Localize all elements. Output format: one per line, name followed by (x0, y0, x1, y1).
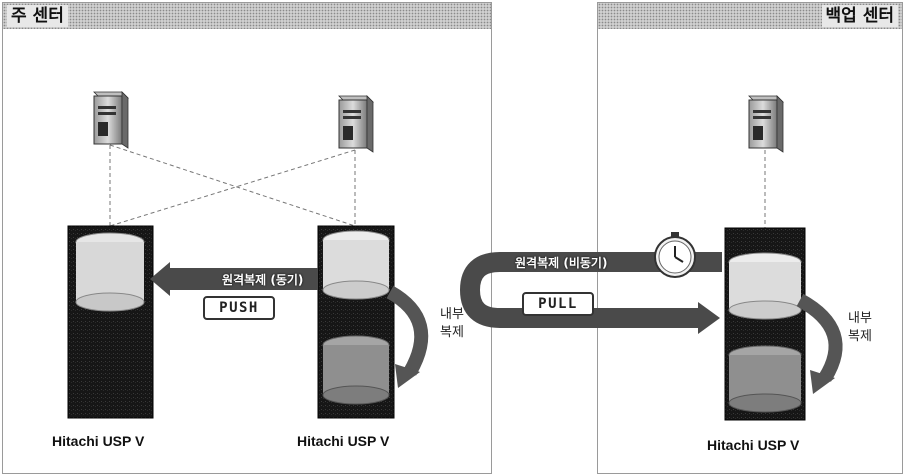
internal-copy-backup-line2: 복제 (848, 328, 878, 346)
internal-copy-arrow-main (390, 292, 421, 388)
storage-caption-middle: Hitachi USP V (297, 433, 389, 449)
link-server1-to-middle (110, 145, 355, 226)
internal-copy-main-line1: 내부 (440, 306, 470, 324)
link-server2-to-left (110, 150, 355, 226)
internal-copy-main-line2: 복제 (440, 324, 470, 342)
internal-copy-label-main: 내부 복제 (440, 306, 470, 342)
pull-badge: PULL (522, 292, 594, 316)
server-links (110, 145, 765, 228)
clock-icon (655, 232, 695, 277)
internal-copy-label-backup: 내부 복제 (848, 310, 878, 346)
server-icon (749, 96, 783, 152)
storage-array-icon (68, 226, 153, 418)
storage-caption-right: Hitachi USP V (707, 437, 799, 453)
server-icon (339, 96, 373, 152)
push-badge: PUSH (203, 296, 275, 320)
storage-array-icon (318, 226, 394, 418)
server-icon (94, 92, 128, 148)
async-replication-label: 원격복제 (비동기) (515, 254, 607, 271)
sync-replication-label: 원격복제 (동기) (222, 271, 303, 288)
storage-caption-left: Hitachi USP V (52, 433, 144, 449)
internal-copy-backup-line1: 내부 (848, 310, 878, 328)
storage-array-icon (725, 228, 805, 420)
